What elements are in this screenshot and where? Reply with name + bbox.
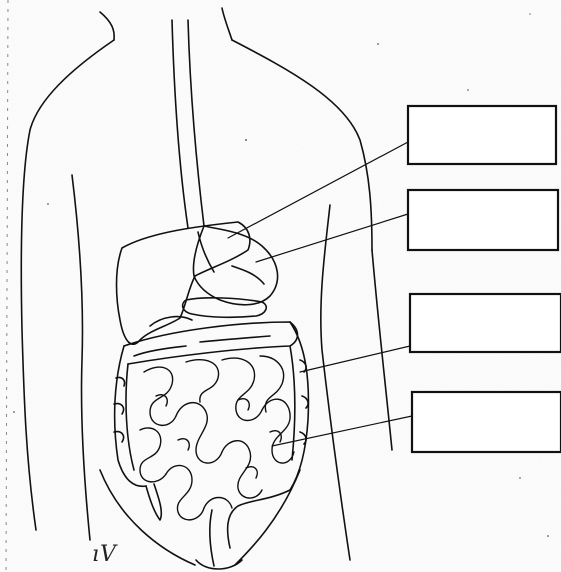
label-box-1[interactable] <box>408 106 556 164</box>
label-box-2[interactable] <box>408 190 558 250</box>
label-box-3[interactable] <box>410 294 561 352</box>
handwritten-mark: ıV <box>92 542 117 567</box>
label-box-4[interactable] <box>412 392 561 452</box>
